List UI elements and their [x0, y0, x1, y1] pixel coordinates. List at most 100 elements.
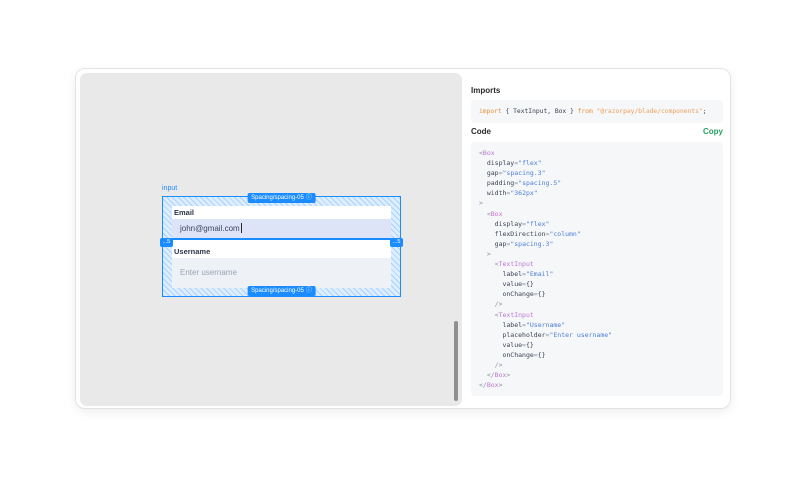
- code-token: { TextInput, Box }: [501, 108, 578, 115]
- code-line: gap="spacing.3": [479, 168, 715, 178]
- spacing-badge-left: ...5: [160, 238, 173, 247]
- code-token: />: [494, 300, 503, 309]
- code-token: =: [522, 280, 526, 289]
- code-line: placeholder="Enter username": [479, 330, 715, 340]
- code-token: {}: [525, 340, 534, 349]
- code-token: flexDirection: [479, 229, 546, 238]
- frame-content: Email john@gmail.com Username Enter user…: [172, 205, 391, 288]
- code-line: padding="spacing.5": [479, 178, 715, 188]
- code-panel: Imports import { TextInput, Box } from "…: [471, 69, 723, 408]
- code-token: >: [506, 371, 511, 380]
- code-heading: Code: [471, 127, 491, 136]
- code-token: <: [494, 260, 499, 269]
- code-token: "362px": [510, 189, 538, 198]
- email-label: Email: [172, 205, 391, 219]
- canvas-scrollbar[interactable]: [454, 321, 458, 401]
- frame-name-label[interactable]: input: [162, 185, 178, 192]
- spacing-badge-bottom: Spacing/spacing-05 ⓘ: [247, 286, 316, 296]
- code-token: =: [522, 320, 526, 329]
- username-placeholder: Enter username: [180, 268, 237, 277]
- gap-spacer: [172, 239, 391, 245]
- code-token: from: [577, 108, 593, 115]
- email-value: john@gmail.com: [180, 223, 240, 233]
- code-token: gap: [479, 239, 507, 248]
- code-token: [479, 250, 487, 258]
- code-token: "spacing.3": [510, 239, 554, 248]
- code-token: "spacing.3": [502, 169, 546, 178]
- code-token: "Username": [525, 320, 566, 329]
- code-token: [479, 300, 495, 308]
- code-token: "flex": [518, 159, 542, 168]
- code-line: />: [479, 299, 715, 309]
- code-token: "@razorpay/blade/components": [596, 108, 703, 115]
- code-token: padding: [479, 179, 515, 188]
- code-line: onChange={}: [479, 289, 715, 299]
- code-token: onChange: [479, 350, 534, 359]
- code-token: </: [486, 371, 495, 380]
- code-token: TextInput: [498, 310, 534, 319]
- info-icon[interactable]: ⓘ: [305, 288, 312, 294]
- code-line: <TextInput: [479, 310, 715, 320]
- code-token: Box: [490, 209, 503, 218]
- code-token: <: [479, 149, 483, 157]
- spacing-badge-right: ...5: [390, 238, 403, 247]
- code-line: >: [479, 198, 715, 208]
- code-token: import: [479, 108, 502, 115]
- code-token: </: [479, 381, 487, 390]
- code-line: width="362px": [479, 188, 715, 198]
- code-line: <TextInput: [479, 259, 715, 269]
- code-token: =: [545, 330, 550, 339]
- code-token: =: [545, 229, 550, 238]
- code-token: [479, 260, 495, 268]
- code-token: ;: [702, 108, 707, 115]
- username-input[interactable]: Enter username: [172, 257, 391, 288]
- code-token: [479, 210, 487, 218]
- code-token: value: [479, 340, 523, 349]
- text-cursor: [240, 223, 242, 233]
- code-line: </Box>: [479, 380, 715, 390]
- email-input[interactable]: john@gmail.com: [172, 218, 391, 240]
- code-line: value={}: [479, 340, 715, 350]
- code-line: label="Username": [479, 320, 715, 330]
- code-line: flexDirection="column": [479, 229, 715, 239]
- code-token: {}: [525, 280, 534, 289]
- code-line: label="Email": [479, 269, 715, 279]
- design-canvas[interactable]: input Email john@gmail.com Username Ente…: [80, 73, 462, 406]
- code-token: />: [494, 360, 503, 369]
- code-token: =: [522, 219, 526, 228]
- code-token: >: [486, 249, 491, 258]
- code-token: <: [486, 209, 491, 218]
- code-token: "flex": [525, 219, 550, 228]
- code-token: onChange: [479, 290, 534, 299]
- selected-frame[interactable]: Email john@gmail.com Username Enter user…: [160, 193, 403, 297]
- spacing-badge-top-label: Spacing/spacing-05: [251, 195, 304, 201]
- code-token: display: [479, 219, 523, 228]
- import-statement: import { TextInput, Box } from "@razorpa…: [471, 100, 723, 123]
- code-token: {}: [537, 290, 546, 299]
- copy-button[interactable]: Copy: [703, 127, 723, 136]
- code-token: =: [506, 189, 511, 198]
- code-line: <Box: [479, 148, 715, 158]
- code-token: "Enter username": [549, 330, 613, 339]
- code-token: label: [479, 270, 523, 279]
- code-token: gap: [479, 169, 499, 178]
- code-token: "spacing.5": [518, 179, 562, 188]
- code-token: [479, 371, 487, 379]
- code-token: placeholder: [479, 330, 546, 339]
- code-line: gap="spacing.3": [479, 239, 715, 249]
- code-token: "Email": [525, 270, 554, 279]
- code-token: =: [506, 239, 511, 248]
- code-token: Box: [486, 381, 499, 390]
- code-token: >: [498, 381, 503, 390]
- code-token: TextInput: [498, 260, 534, 269]
- code-token: Box: [482, 149, 495, 157]
- code-token: {}: [537, 350, 546, 359]
- code-line: display="flex": [479, 219, 715, 229]
- code-token: =: [498, 169, 503, 178]
- code-token: value: [479, 280, 523, 289]
- info-icon[interactable]: ⓘ: [305, 195, 312, 201]
- username-label: Username: [172, 244, 391, 258]
- code-line: value={}: [479, 279, 715, 289]
- code-token: =: [522, 270, 526, 279]
- code-token: <: [494, 310, 499, 319]
